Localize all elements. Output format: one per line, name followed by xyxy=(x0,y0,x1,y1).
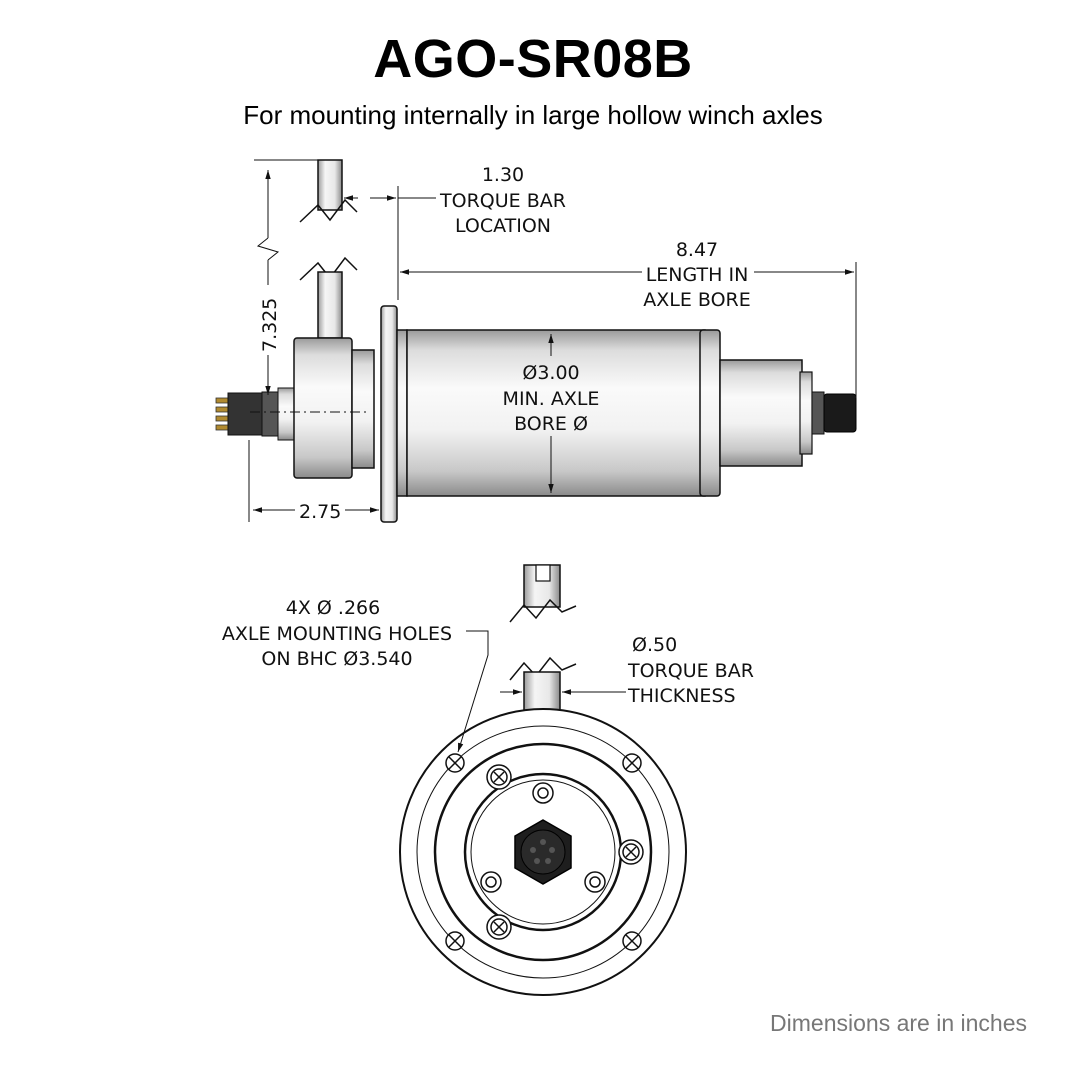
dim-height: 7.325 xyxy=(254,159,318,395)
rear-housing xyxy=(293,337,353,479)
page-subtitle: For mounting internally in large hollow … xyxy=(243,100,823,130)
dim-min-axle-bore-value: Ø3.00 xyxy=(522,362,579,384)
torque-bar xyxy=(299,159,358,339)
mounting-holes-line3: ON BHC Ø3.540 xyxy=(261,648,412,670)
front-ring xyxy=(699,329,721,497)
callout-torque-bar-thickness: Ø.50 TORQUE BAR THICKNESS xyxy=(500,634,754,707)
left-connector xyxy=(215,387,295,441)
dim-torque-bar-location: 1.30 TORQUE BAR LOCATION xyxy=(344,164,566,300)
dim-length-axle-bore: 8.47 LENGTH IN AXLE BORE xyxy=(400,239,857,398)
end-torque-bar xyxy=(509,564,577,713)
right-connector xyxy=(823,393,857,433)
mounting-holes-line1: 4X Ø .266 xyxy=(286,597,380,619)
dim-min-axle-bore-line2: BORE Ø xyxy=(514,413,588,435)
dim-torque-bar-location-value: 1.30 xyxy=(482,164,524,186)
units-note: Dimensions are in inches xyxy=(770,1010,1027,1036)
dim-length-axle-bore-line1: LENGTH IN xyxy=(646,264,749,286)
mounting-holes-line2: AXLE MOUNTING HOLES xyxy=(222,623,452,645)
dim-flange-offset: 2.75 xyxy=(248,440,379,523)
end-body-ring xyxy=(433,742,653,962)
callout-mounting-holes: 4X Ø .266 AXLE MOUNTING HOLES ON BHC Ø3.… xyxy=(222,597,489,753)
dim-height-value: 7.325 xyxy=(259,298,281,352)
torque-bar-thickness-line2: THICKNESS xyxy=(627,685,736,707)
page-title: AGO-SR08B xyxy=(373,29,693,89)
end-view: 4X Ø .266 AXLE MOUNTING HOLES ON BHC Ø3.… xyxy=(222,564,754,996)
dim-flange-offset-value: 2.75 xyxy=(299,501,341,523)
dim-torque-bar-location-line2: LOCATION xyxy=(455,215,551,237)
dim-torque-bar-location-line1: TORQUE BAR xyxy=(439,190,566,212)
rear-collar xyxy=(351,349,375,469)
hex-connector xyxy=(514,819,572,885)
side-view: 7.325 2.75 1.30 TORQUE BAR LOCATION xyxy=(215,159,857,523)
dim-length-axle-bore-value: 8.47 xyxy=(676,239,718,261)
main-cylinder xyxy=(406,329,706,497)
screws xyxy=(480,764,644,940)
dim-length-axle-bore-line2: AXLE BORE xyxy=(643,289,751,311)
mounting-holes xyxy=(445,753,642,951)
dim-min-axle-bore-line1: MIN. AXLE xyxy=(503,388,600,410)
torque-bar-thickness-value: Ø.50 xyxy=(632,634,677,656)
front-cap xyxy=(719,359,803,467)
torque-bar-thickness-line1: TORQUE BAR xyxy=(627,660,754,682)
dim-min-axle-bore: Ø3.00 MIN. AXLE BORE Ø xyxy=(503,334,600,493)
mounting-flange xyxy=(380,305,398,523)
